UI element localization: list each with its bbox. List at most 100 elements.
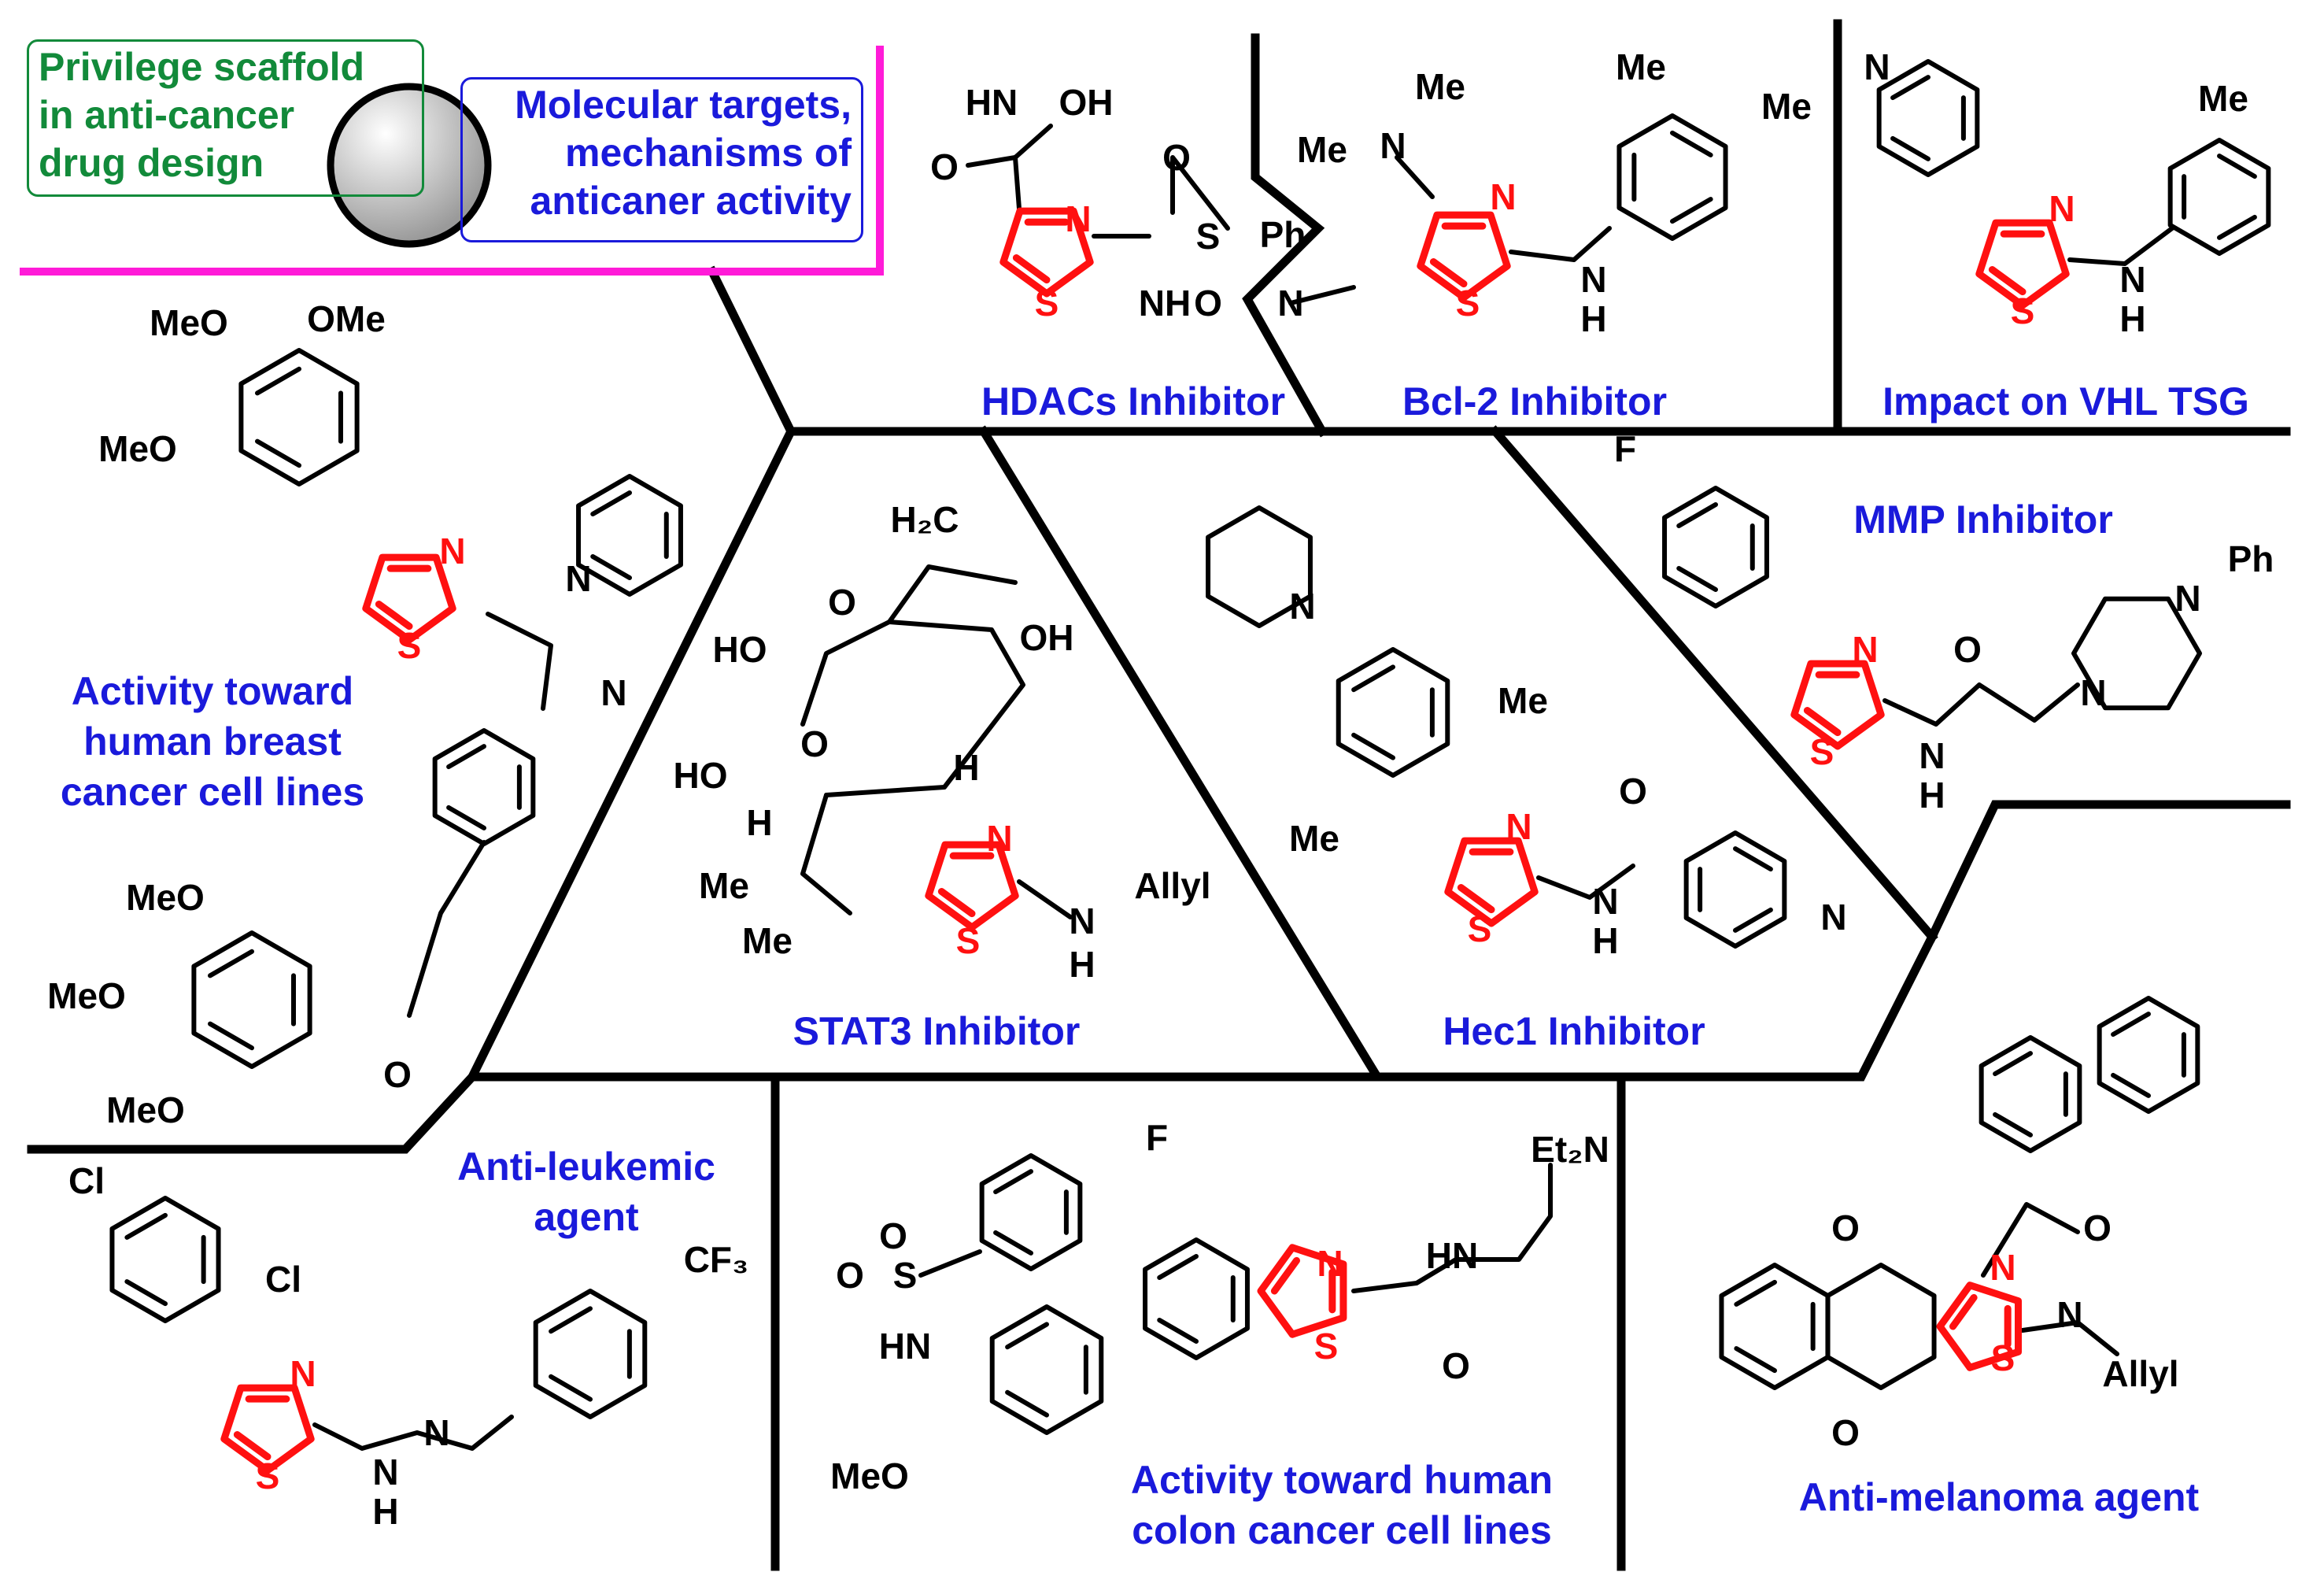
colon-methoxyphenyl-ring	[989, 1304, 1104, 1435]
leukemic-cl-1: Cl	[68, 1160, 105, 1201]
stat3-skeleton-1	[800, 620, 1025, 797]
divider-hec1-bottom	[1373, 930, 1938, 1082]
melanoma-s-atom: S	[1991, 1337, 2015, 1378]
hdac-o-sulfonyl-1: O	[1162, 137, 1191, 178]
breast-meo-5: MeO	[106, 1089, 185, 1130]
colon-amide-chain	[1351, 1163, 1553, 1293]
divider-mmp	[1489, 425, 1938, 943]
stat3-me-1: Me	[699, 865, 749, 906]
melanoma-cyclophane-ring-2	[2097, 996, 2200, 1114]
stat3-ho-2: HO	[674, 755, 728, 796]
breast-meo-4: MeO	[47, 975, 126, 1016]
melanoma-o-bottom: O	[1831, 1412, 1860, 1453]
leukemic-dichlorophenyl-ring-double	[124, 1212, 168, 1240]
melanoma-o-keto: O	[2083, 1208, 2112, 1248]
stat3-label: STAT3 Inhibitor	[793, 1009, 1081, 1053]
stat3-skeleton-2	[887, 564, 1018, 624]
colon-meo-atom: MeO	[830, 1455, 909, 1496]
hec1-pyridine-ring	[1683, 830, 1787, 949]
bcl2-thiazole-ring	[1417, 211, 1511, 301]
privilege-line-3: drug design	[39, 141, 264, 185]
vhl-aryl-ring-double	[2217, 154, 2257, 179]
hec1-h-atom: H	[1592, 920, 1618, 961]
divider-right-step	[1926, 800, 2291, 943]
hec1-me-1: Me	[1498, 680, 1548, 721]
leukemic-dichlorophenyl-ring-double	[124, 1279, 168, 1307]
hdac-s-sulfonyl: S	[1196, 216, 1221, 257]
hdac-sulfonyl	[1170, 155, 1230, 231]
breast-thiazole-ring-double	[375, 601, 413, 631]
vhl-h-atom: H	[2119, 298, 2145, 339]
mmp-ph-group: Ph	[2228, 538, 2274, 579]
colon-fluorophenyl-ring-double	[993, 1230, 1033, 1256]
bcl2-aryl-ring-double	[1670, 130, 1713, 157]
leukemic-cf3-ring-double	[549, 1306, 593, 1334]
leukemic-cf3-ring-double	[549, 1374, 593, 1402]
bcl2-amine-bond	[1395, 155, 1435, 199]
melanoma-cyclophane-ring-2-double	[2111, 1012, 2151, 1038]
breast-trimethoxy-ring	[238, 348, 360, 486]
breast-trimethoxy-ring-double	[254, 366, 301, 396]
melanoma-cyclophane-ring-1-double	[1993, 1051, 2033, 1077]
melanoma-thiazole-ring-double	[1949, 1293, 1978, 1330]
mmp-h-atom: H	[1919, 775, 1945, 816]
mmp-thiazole-ring	[1790, 660, 1885, 750]
stat3-oh-right: OH	[1020, 617, 1074, 658]
mmp-n-piperazine-2: N	[2174, 578, 2200, 619]
privilege-line-1: Privilege scaffold	[39, 45, 365, 89]
vhl-pyridine-ring	[1876, 59, 1980, 177]
hec1-thiazole-ring-double	[1457, 884, 1495, 914]
hec1-s-atom: S	[1468, 908, 1492, 949]
colon-methoxyphenyl-ring-double	[1005, 1322, 1049, 1350]
breast-phenyl-ring	[432, 728, 536, 846]
stat3-skeleton-3	[800, 793, 852, 915]
melanoma-ketone-chain	[1981, 1202, 2080, 1278]
hec1-piperidine-ring	[1206, 505, 1313, 628]
bcl2-nh-bond	[1509, 226, 1612, 262]
leukemic-dichlorophenyl-ring	[109, 1196, 221, 1323]
breast-trimethoxy-ring-2	[191, 930, 312, 1069]
stat3-ch2-group: H₂C	[891, 499, 959, 540]
vhl-aryl-ring	[2167, 138, 2271, 256]
stat3-ho-1: HO	[713, 629, 767, 670]
breast-pyridine-ring	[576, 474, 683, 597]
leukemic-thiazole-ring	[220, 1384, 315, 1474]
colon-fluorophenyl-ring-double	[993, 1169, 1033, 1195]
melanoma-n-ring: N	[1990, 1247, 2015, 1288]
hdac-n-atom: N	[1065, 198, 1091, 239]
mmp-n-amide: N	[1919, 735, 1945, 776]
privilege-line-2: in anti-cancer	[39, 93, 295, 137]
leukemic-thiazole-ring-double	[233, 1431, 272, 1461]
melanoma-cyclophane-ring-1-double	[1993, 1111, 2033, 1137]
bcl2-n-amine: N	[1380, 125, 1406, 166]
targets-line-2: mechanisms of	[564, 131, 852, 175]
colon-benzo-ring-double	[1157, 1318, 1199, 1344]
hec1-n-piperidine: N	[1289, 586, 1315, 627]
bcl2-thiazole-ring-double	[1429, 258, 1468, 288]
bcl2-cyano-bond	[1288, 285, 1356, 305]
melanoma-thiazole-ring	[1936, 1282, 2022, 1371]
hdac-thiazole-ring	[999, 207, 1094, 298]
leukemic-cl-2: Cl	[265, 1259, 301, 1300]
breast-trimethoxy-ring-double	[254, 438, 301, 468]
bcl2-aryl-ring-double	[1670, 197, 1713, 224]
leukemic-s-atom: S	[256, 1455, 280, 1496]
hdac-label: HDACs Inhibitor	[981, 379, 1286, 424]
colon-thiazole-ring-double	[1270, 1256, 1300, 1295]
divider-left-step	[27, 1071, 478, 1154]
mmp-amide-chain	[1882, 682, 2080, 727]
colon-o-atom: O	[1442, 1345, 1470, 1386]
melanoma-cyclophane-ring-1	[1979, 1035, 2082, 1153]
targets-line-3: anticaner activity	[530, 179, 852, 223]
vhl-s-atom: S	[2011, 290, 2035, 331]
bcl2-label: Bcl-2 Inhibitor	[1402, 379, 1668, 424]
breast-trimethoxy-ring-2-double	[207, 1021, 254, 1051]
stat3-o-keto: O	[828, 582, 856, 623]
hec1-pyridine-ring-double	[1733, 907, 1773, 933]
breast-pyridine-ring-double	[590, 554, 632, 580]
stat3-thiazole-ring-double	[937, 888, 976, 918]
vhl-pyridine-ring-double	[1890, 135, 1931, 161]
stat3-nh-bond	[1017, 879, 1073, 919]
colon-benzo-ring	[1143, 1237, 1250, 1360]
